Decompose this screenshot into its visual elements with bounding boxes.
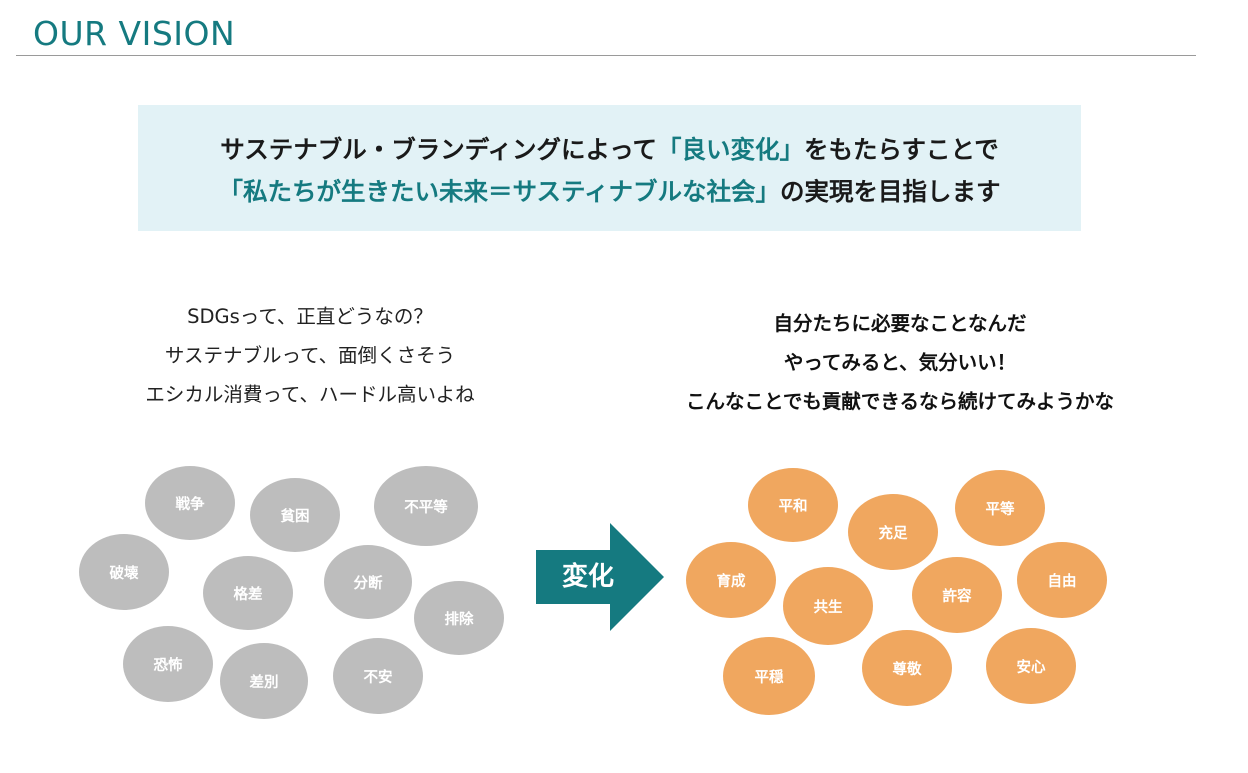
left-quote: エシカル消費って、ハードル高いよね [145,383,475,406]
left-quote: サステナブルって、面倒くさそう [164,344,456,367]
right-quote: こんなことでも貢献できるなら続けてみようかな [685,390,1115,413]
vision-banner: サステナブル・ブランディングによって「良い変化」をもたらすことで 「私たちが生き… [138,105,1081,231]
left-quote: SDGsって、正直どうなの？ [187,305,433,328]
negative-bubble: 戦争 [145,466,235,540]
negative-bubble: 排除 [414,581,504,655]
right-quote: 自分たちに必要なことなんだ [773,312,1027,335]
negative-bubble: 格差 [203,556,293,630]
arrow-label: 変化 [561,562,614,592]
positive-bubble: 尊敬 [862,630,952,706]
banner-line-1-post: をもたらすことで [804,135,999,164]
positive-bubble: 育成 [686,542,776,618]
negative-bubble: 破壊 [79,534,169,610]
positive-bubble: 自由 [1017,542,1107,618]
banner-line-1-highlight: 「良い変化」 [657,135,805,164]
positive-bubble: 充足 [848,494,938,570]
change-arrow-icon [536,523,664,631]
positive-bubble: 許容 [912,557,1002,633]
page-title: OUR VISION [33,14,236,53]
right-quote: やってみると、気分いい！ [783,351,1017,374]
positive-bubble: 平和 [748,468,838,542]
negative-bubble: 分断 [324,545,412,619]
banner-line-1: サステナブル・ブランディングによって「良い変化」をもたらすことで [138,131,1081,166]
banner-line-2: 「私たちが生きたい未来＝サスティナブルな社会」の実現を目指します [138,173,1081,208]
negative-bubble: 不安 [333,638,423,714]
positive-bubble: 共生 [783,567,873,645]
positive-bubble: 平等 [955,470,1045,546]
negative-bubble: 差別 [220,643,308,719]
banner-line-1-pre: サステナブル・ブランディングによって [220,135,658,164]
positive-bubble: 平穏 [723,637,815,715]
positive-bubble: 安心 [986,628,1076,704]
negative-bubble: 貧困 [250,478,340,552]
banner-line-2-highlight: 「私たちが生きたい未来＝サスティナブルな社会」 [218,177,781,206]
title-divider [16,55,1196,56]
negative-bubble: 不平等 [374,466,478,546]
negative-bubble: 恐怖 [123,626,213,702]
banner-line-2-post: の実現を目指します [780,177,1001,206]
